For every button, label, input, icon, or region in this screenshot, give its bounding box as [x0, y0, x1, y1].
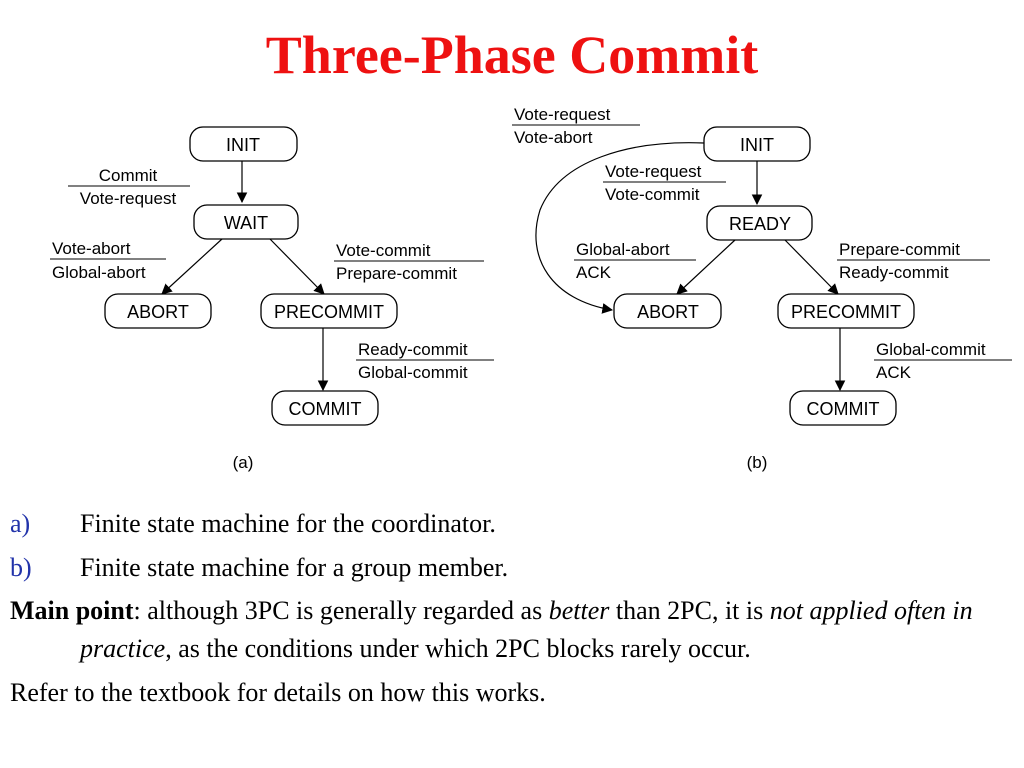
- svg-text:Vote-abort: Vote-abort: [514, 128, 593, 147]
- caption-a: (a): [233, 453, 254, 472]
- slide-title: Three-Phase Commit: [265, 25, 759, 85]
- state-b-ready: READY: [706, 205, 813, 241]
- svg-text:ABORT: ABORT: [127, 302, 189, 322]
- svg-text:Global-commit: Global-commit: [876, 340, 986, 359]
- svg-text:Vote-commit: Vote-commit: [336, 241, 431, 260]
- bullet-marker: b): [10, 553, 32, 582]
- edge-b-ready-abort: [676, 239, 736, 295]
- svg-text:Global-commit: Global-commit: [358, 363, 468, 382]
- label-b-ready-abort: Global-abort ACK: [574, 240, 696, 282]
- edge-b-init-abort: [535, 142, 705, 314]
- slide-body: a) Finite state machine for the coordina…: [10, 502, 1014, 712]
- main-point-paragraph: Main point: although 3PC is generally re…: [10, 592, 1014, 668]
- svg-text:Vote-abort: Vote-abort: [52, 239, 131, 258]
- svg-text:Vote-request: Vote-request: [605, 162, 702, 181]
- caption-b: (b): [747, 453, 768, 472]
- edge-a-wait-abort: [161, 238, 223, 295]
- svg-text:Global-abort: Global-abort: [52, 263, 146, 282]
- state-b-commit: COMMIT: [789, 390, 897, 426]
- bullet-marker: a): [10, 509, 31, 538]
- state-a-init: INIT: [189, 126, 298, 162]
- bullet-text: Finite state machine for a group member.: [80, 553, 509, 582]
- svg-text:Vote-commit: Vote-commit: [605, 185, 700, 204]
- svg-text:Prepare-commit: Prepare-commit: [336, 264, 457, 283]
- bullet-text: Finite state machine for the coordinator…: [80, 509, 496, 538]
- svg-text:Vote-request: Vote-request: [80, 189, 177, 208]
- svg-text:READY: READY: [729, 214, 791, 234]
- state-a-commit: COMMIT: [271, 390, 379, 426]
- svg-text:INIT: INIT: [740, 135, 774, 155]
- svg-text:INIT: INIT: [226, 135, 260, 155]
- main-point-text-2: than 2PC, it is: [609, 596, 770, 625]
- state-b-init: INIT: [703, 126, 811, 162]
- state-a-abort: ABORT: [104, 293, 212, 329]
- svg-text:ACK: ACK: [576, 263, 612, 282]
- main-point-emphasis-better: better: [548, 596, 610, 625]
- svg-text:Ready-commit: Ready-commit: [839, 263, 949, 282]
- svg-text:COMMIT: COMMIT: [289, 399, 362, 419]
- label-b-ready-precommit: Prepare-commit Ready-commit: [837, 240, 990, 282]
- state-a-wait: WAIT: [193, 204, 299, 240]
- state-machine-diagrams: INIT WAIT ABORT PRECOMMIT COMMIT Commit …: [50, 105, 1012, 472]
- state-b-precommit: PRECOMMIT: [777, 293, 915, 329]
- svg-text:Ready-commit: Ready-commit: [358, 340, 468, 359]
- svg-text:ABORT: ABORT: [637, 302, 699, 322]
- bullet-item: a) Finite state machine for the coordina…: [10, 502, 1014, 546]
- label-b-precommit-commit: Global-commit ACK: [874, 340, 1012, 382]
- svg-text:PRECOMMIT: PRECOMMIT: [791, 302, 901, 322]
- svg-text:Vote-request: Vote-request: [514, 105, 611, 124]
- label-a-wait-precommit: Vote-commit Prepare-commit: [334, 241, 484, 283]
- svg-text:WAIT: WAIT: [224, 213, 268, 233]
- label-b-init-abort: Vote-request Vote-abort: [512, 105, 640, 147]
- main-point-label: Main point: [10, 596, 134, 625]
- main-point-text-1: : although 3PC is generally regarded as: [133, 596, 549, 625]
- label-b-init-ready: Vote-request Vote-commit: [603, 162, 726, 204]
- label-a-init-wait: Commit Vote-request: [68, 166, 190, 208]
- footer-text: Refer to the textbook for details on how…: [10, 678, 546, 707]
- edge-b-ready-precommit: [784, 239, 839, 295]
- svg-text:Commit: Commit: [99, 166, 158, 185]
- svg-text:PRECOMMIT: PRECOMMIT: [274, 302, 384, 322]
- svg-text:Global-abort: Global-abort: [576, 240, 670, 259]
- state-b-abort: ABORT: [613, 293, 722, 329]
- diagram-a: INIT WAIT ABORT PRECOMMIT COMMIT Commit …: [50, 126, 494, 472]
- label-a-precommit-commit: Ready-commit Global-commit: [356, 340, 494, 382]
- diagram-b: INIT READY ABORT PRECOMMIT COMMIT Vote-r…: [512, 105, 1012, 472]
- edge-a-wait-precommit: [269, 238, 325, 295]
- main-point-text-3: , as the conditions under which 2PC bloc…: [165, 634, 751, 663]
- state-a-precommit: PRECOMMIT: [260, 293, 398, 329]
- bullet-item: b) Finite state machine for a group memb…: [10, 546, 1014, 590]
- label-a-wait-abort: Vote-abort Global-abort: [50, 239, 166, 282]
- svg-text:ACK: ACK: [876, 363, 912, 382]
- svg-text:Prepare-commit: Prepare-commit: [839, 240, 960, 259]
- main-point-emphasis-practice: not applied often in practice: [80, 596, 973, 663]
- svg-text:COMMIT: COMMIT: [807, 399, 880, 419]
